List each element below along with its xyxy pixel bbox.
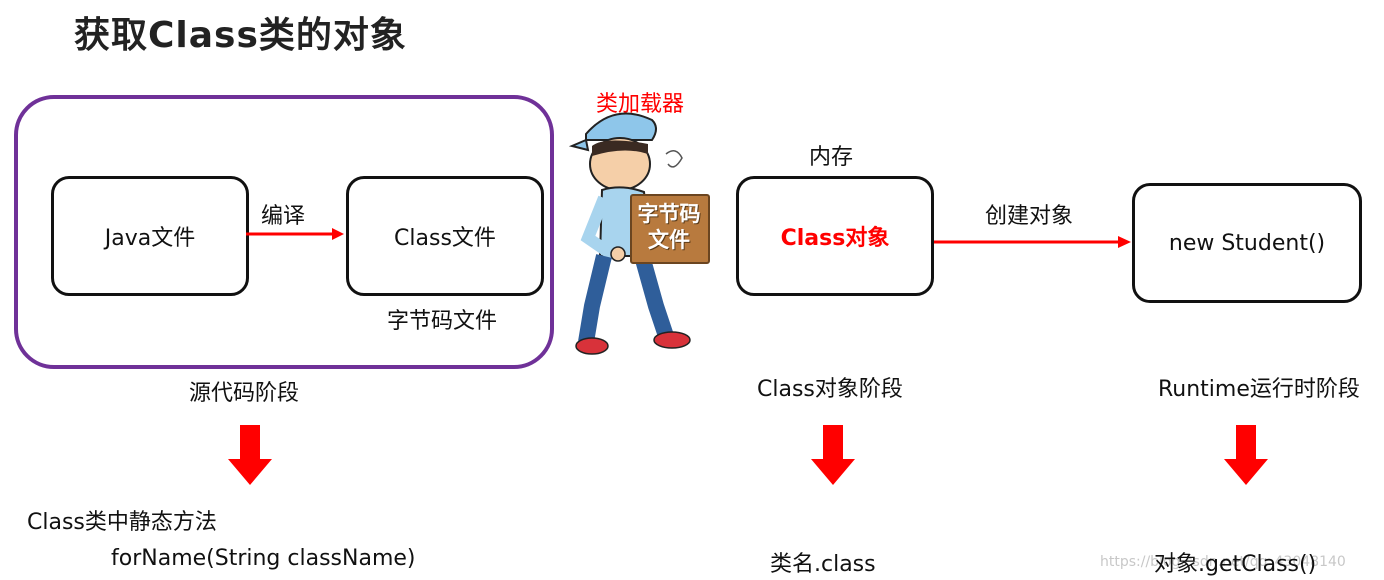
class-loader-label: 类加载器 [596, 92, 685, 117]
down-arrow-runtime [1224, 425, 1268, 485]
bytecode-box-illustration [630, 194, 710, 264]
new-student-label: new Student() [1168, 230, 1326, 256]
create-object-label: 创建对象 [985, 204, 1074, 229]
static-method-title: Class类中静态方法 [27, 510, 217, 535]
page-title: 获取Class类的对象 [74, 15, 407, 56]
bytecode-box-text-line2: 文件 [648, 228, 690, 252]
class-file-label: Class文件 [394, 226, 496, 251]
memory-label: 内存 [809, 145, 854, 170]
new-student-box: new Student() [1132, 183, 1362, 303]
down-arrow-source [228, 425, 272, 485]
compile-arrow [246, 228, 344, 240]
class-object-label: Class对象 [780, 226, 890, 251]
java-file-box: Java文件 [51, 176, 249, 296]
source-stage-label: 源代码阶段 [189, 381, 300, 406]
bytecode-box-text: 字节码 文件 [632, 201, 706, 253]
class-object-stage-label: Class对象阶段 [757, 377, 903, 402]
class-object-box: Class对象 [736, 176, 934, 296]
watermark: https://blog.csdn.net/qq_43048140 [1100, 554, 1346, 570]
bytecode-box-text-line1: 字节码 [637, 202, 701, 226]
runtime-stage-label: Runtime运行时阶段 [1158, 377, 1360, 402]
class-file-box: Class文件 [346, 176, 544, 296]
compile-label: 编译 [261, 204, 306, 229]
getclass-method: 对象.getClass() [1154, 552, 1317, 577]
java-file-label: Java文件 [104, 226, 196, 251]
class-literal-method: 类名.class [770, 552, 876, 577]
source-stage-group [14, 95, 554, 369]
create-object-arrow [934, 236, 1131, 248]
down-arrow-class-object [811, 425, 855, 485]
forname-method: forName(String className) [111, 546, 416, 571]
bytecode-file-label: 字节码文件 [387, 309, 498, 334]
